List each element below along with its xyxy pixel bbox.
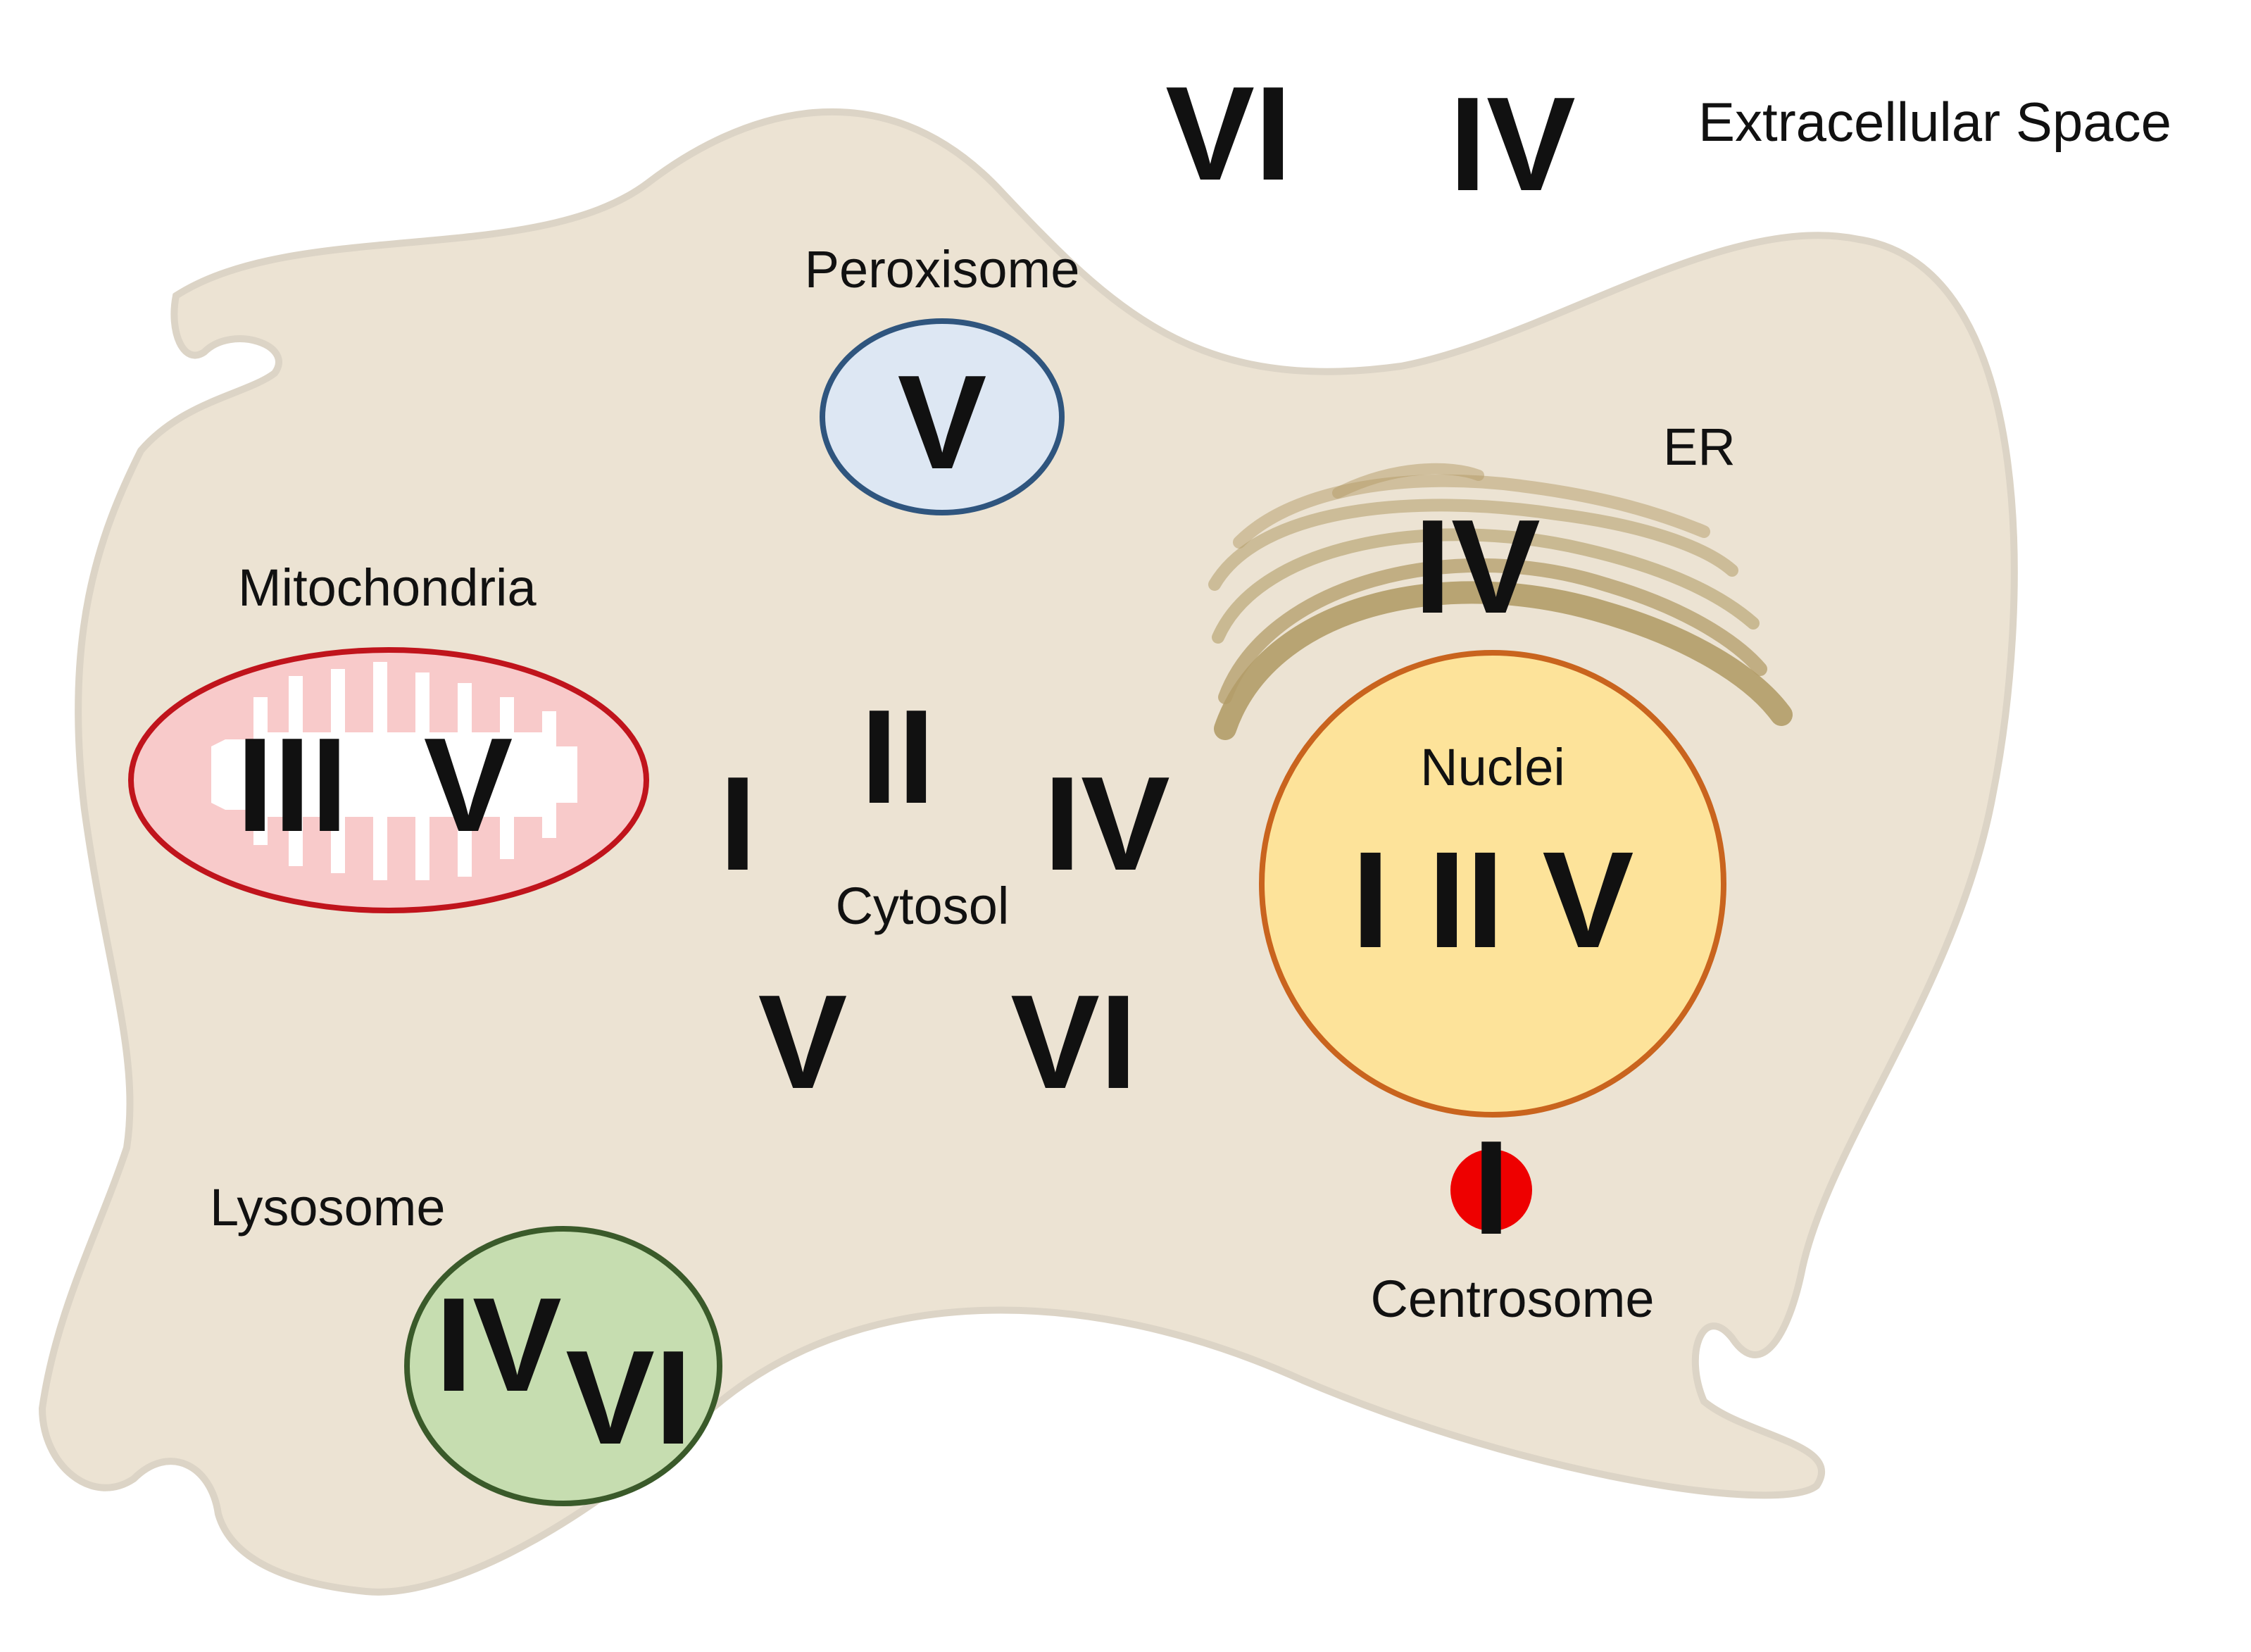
mitochondria-organelle xyxy=(128,647,649,913)
numeral-centrosome-i: I xyxy=(1473,1113,1510,1263)
mitochondria-label: Mitochondria xyxy=(238,558,537,617)
numeral-lysosome-vi: VI xyxy=(565,1323,692,1472)
numeral-extracellular-vi: VI xyxy=(1165,59,1292,208)
nucleus-organelle xyxy=(1259,650,1726,1118)
numeral-cytosol-vi: VI xyxy=(1010,968,1137,1117)
centrosome-label: Centrosome xyxy=(1370,1270,1654,1328)
numeral-mitochondria-iii: III xyxy=(237,711,348,860)
er-label: ER xyxy=(1663,418,1736,476)
numeral-nuclei: I II V xyxy=(1352,823,1634,977)
extracellular-label: Extracellular Space xyxy=(1698,91,2171,153)
numeral-mitochondria-v: V xyxy=(424,711,513,860)
numeral-extracellular-iv: IV xyxy=(1449,70,1576,219)
nuclei-label: Nuclei xyxy=(1420,738,1565,796)
mitochondria-cristae xyxy=(211,662,577,880)
centrosome-organelle xyxy=(1450,1149,1532,1231)
numeral-er-iv: IV xyxy=(1414,492,1541,642)
numeral-cytosol-v: V xyxy=(758,968,848,1117)
lysosome-label: Lysosome xyxy=(210,1178,446,1237)
lysosome-organelle xyxy=(404,1226,722,1506)
er-organelle xyxy=(1208,463,1793,740)
cytosol-label: Cytosol xyxy=(836,877,1010,935)
numeral-cytosol-iv: IV xyxy=(1043,749,1170,899)
numeral-peroxisome-v: V xyxy=(898,348,987,497)
numeral-cytosol-i: I xyxy=(720,749,757,899)
numeral-cytosol-ii: II xyxy=(860,682,935,832)
peroxisome-label: Peroxisome xyxy=(805,240,1080,299)
peroxisome-organelle xyxy=(820,318,1065,515)
numeral-lysosome-iv: IV xyxy=(435,1270,562,1420)
